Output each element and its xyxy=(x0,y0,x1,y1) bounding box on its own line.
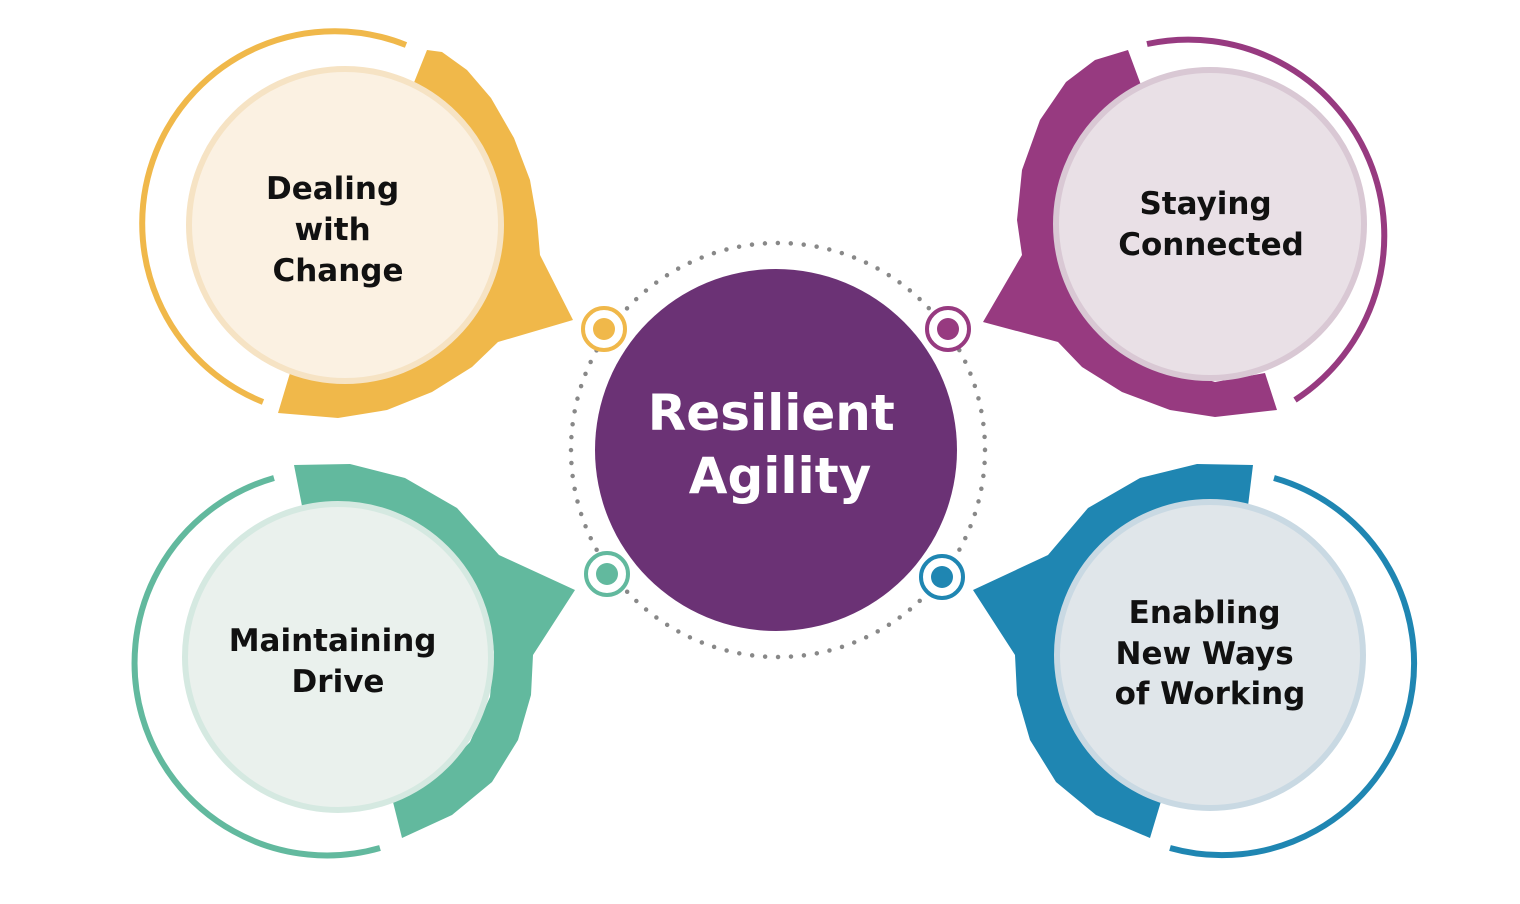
node-staying-connected: Staying Connected xyxy=(983,36,1388,417)
connector-dot-enabling xyxy=(919,554,965,600)
node-maintaining-drive: Maintaining Drive xyxy=(131,464,575,859)
dotted-ring xyxy=(568,240,988,660)
inner-circle-border xyxy=(1054,499,1366,811)
center-node-resilient-agility: Resilient Agility xyxy=(595,269,957,631)
node-label: Dealing with Change xyxy=(266,171,410,289)
connector-dot-maintaining xyxy=(584,551,630,597)
thick-arc-pointer xyxy=(294,464,575,838)
inner-circle xyxy=(1056,70,1364,378)
inner-circle-border xyxy=(186,66,504,384)
inner-circle-border xyxy=(1053,67,1367,381)
center-circle xyxy=(595,269,957,631)
node-dealing-with-change: Dealing with Change xyxy=(139,28,573,418)
inner-circle-border xyxy=(182,501,494,813)
inner-circle xyxy=(185,504,491,810)
node-label: Maintaining Drive xyxy=(229,623,448,700)
outer-ring-arc xyxy=(1169,475,1418,859)
node-label: Staying Connected xyxy=(1118,186,1304,263)
center-label: Resilient Agility xyxy=(648,384,912,505)
thick-arc-pointer xyxy=(973,464,1253,838)
outer-ring-arc xyxy=(131,475,381,859)
inner-circle xyxy=(1057,502,1363,808)
thick-arc-pointer xyxy=(278,50,573,418)
outer-ring-arc xyxy=(1146,36,1388,403)
thick-arc-pointer xyxy=(983,50,1277,417)
connector-dot-staying xyxy=(925,306,971,352)
node-label: Enabling New Ways of Working xyxy=(1115,595,1306,712)
outer-ring-arc xyxy=(139,28,408,405)
connector-dot-dealing xyxy=(581,306,627,352)
node-enabling-new-ways-of-working: Enabling New Ways of Working xyxy=(973,464,1418,859)
inner-circle xyxy=(189,69,501,381)
